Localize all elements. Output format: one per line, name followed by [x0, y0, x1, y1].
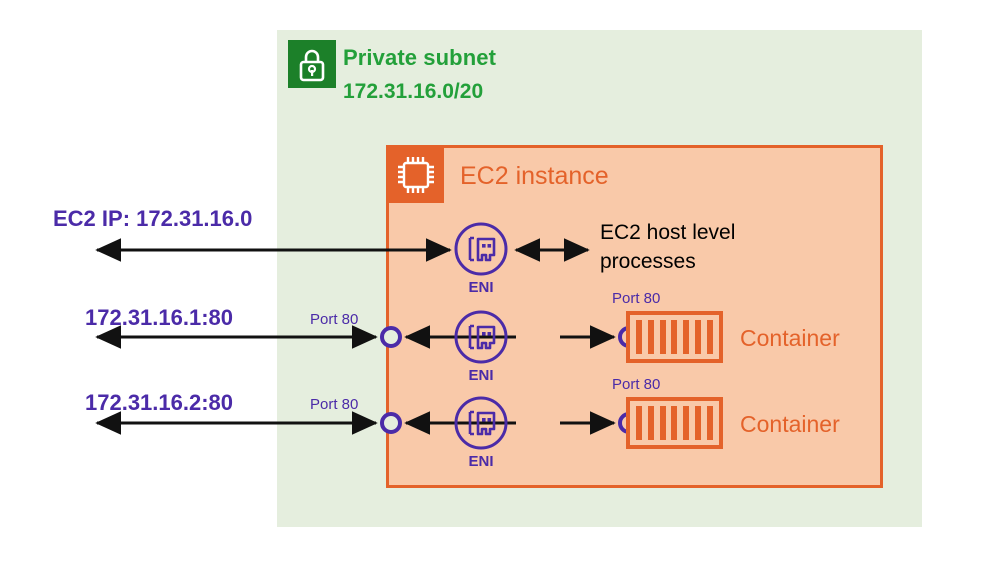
network-interface-icon: [454, 310, 508, 364]
container-icon-2: [626, 397, 723, 449]
ip-label-container-2: 172.31.16.2:80: [85, 390, 234, 415]
port-circle-eni-2: [380, 412, 402, 434]
port-circle-eni-1: [380, 326, 402, 348]
eni-caption-0: ENI: [468, 279, 494, 296]
ip-label-container-1: 172.31.16.1:80: [85, 305, 234, 330]
padlock-icon: [288, 40, 336, 88]
eni-caption-2: ENI: [468, 453, 494, 470]
host-processes-line-1: EC2 host level: [600, 221, 736, 244]
network-interface-icon: [454, 396, 508, 450]
port-label-eni-2: Port 80: [310, 396, 359, 413]
container-label-2: Container: [740, 411, 840, 437]
ip-label-ec2: EC2 IP: 172.31.16.0: [53, 206, 253, 231]
port-label-eni-1: Port 80: [310, 311, 359, 328]
host-processes-line-2: processes: [600, 250, 696, 273]
cpu-chip-icon: [388, 147, 444, 203]
eni-caption-1: ENI: [468, 367, 494, 384]
container-label-1: Container: [740, 325, 840, 351]
port-label-container-2: Port 80: [612, 376, 661, 393]
host-processes-label: EC2 host level processes: [600, 218, 735, 276]
container-icon-1: [626, 311, 723, 363]
ec2-instance-title: EC2 instance: [460, 162, 609, 190]
port-label-container-1: Port 80: [612, 290, 661, 307]
private-subnet-title: Private subnet: [343, 45, 497, 70]
private-subnet-cidr: 172.31.16.0/20: [343, 80, 484, 103]
network-interface-icon: [454, 222, 508, 276]
